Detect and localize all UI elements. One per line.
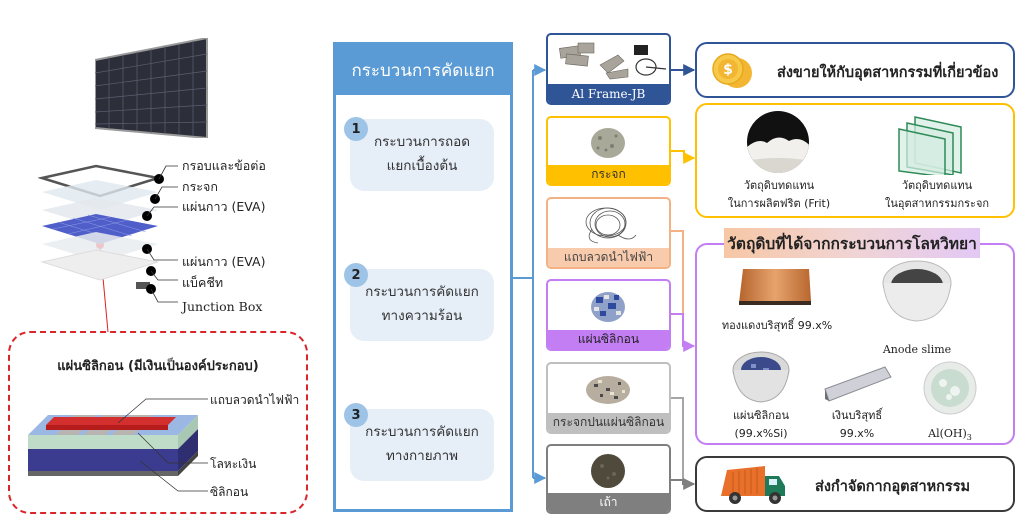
cell-layer — [42, 214, 158, 244]
metal-caption-aloh3: Al(OH)3 — [910, 425, 990, 445]
caption-line1: วัตถุดิบทดแทน — [901, 179, 973, 192]
silicon-detail-title: แผ่นซิลิกอน (มีเงินเป็นองค์ประกอบ) — [57, 359, 259, 374]
step-line2: ทางกายภาพ — [385, 448, 459, 464]
caption-line1: วัตถุดิบทดแทน — [743, 179, 815, 192]
backsheet-layer — [40, 249, 159, 281]
silicon-cell-crosssection-icon — [28, 398, 208, 492]
label-silicon: ซิลิกอน — [210, 485, 249, 499]
material-label: Al Frame-JB — [548, 84, 669, 103]
silicon-flakes-icon — [591, 292, 625, 322]
caption-line2: ในอุตสาหกรรมกระจก — [884, 196, 990, 210]
material-label: กระจก — [548, 165, 669, 184]
process-step-2: กระบวนการคัดแยก ทางความร้อน — [350, 269, 494, 341]
metallurgy-title: วัตถุดิบที่ได้จากกระบวนการโลหวิทยา — [724, 228, 980, 258]
caption-subscript: 3 — [966, 433, 972, 443]
outcome-sell-box: $ ส่งขายให้กับอุตสาหกรรมที่เกี่ยวข้อง — [695, 42, 1015, 98]
svg-text:$: $ — [723, 62, 733, 78]
copper-sheet-icon — [739, 269, 811, 305]
metal-caption-copper: ทองแดงบริสุทธิ์ 99.x% — [721, 319, 833, 332]
arrow-silicon-to-metallurgy — [671, 313, 696, 352]
outcome-sell-text: ส่งขายให้กับอุตสาหกรรมที่เกี่ยวข้อง — [777, 65, 999, 81]
caption-line1: แผ่นซิลิกอน — [732, 409, 790, 422]
step-line1: กระบวนการคัดแยก — [365, 424, 479, 441]
step-line1: กระบวนการถอด — [373, 134, 471, 151]
garbage-truck-icon — [721, 466, 785, 504]
frame-parts-icon — [559, 42, 667, 80]
layer-label-junction-box: Junction Box — [182, 299, 263, 314]
glass-sheets-icon — [898, 116, 962, 175]
material-card-al-frame: Al Frame-JB — [546, 33, 671, 105]
outcome-dispose-box: ส่งกำจัดกากอุตสาหกรรม — [695, 456, 1015, 512]
step-number-badge: 1 — [344, 117, 368, 141]
eva-layer-top — [42, 198, 158, 228]
process-step-1: กระบวนการถอด แยกเบื้องต้น — [350, 119, 494, 191]
caption-line2: 99.x% — [839, 426, 875, 440]
leader-lines — [146, 165, 178, 303]
layer-label-eva-top: แผ่นกาว (EVA) — [182, 199, 266, 214]
exploded-layers-diagram — [38, 164, 159, 289]
coins-icon: $ — [712, 53, 752, 88]
solar-panel-icon — [94, 36, 208, 140]
anode-slime-bowl-icon — [882, 260, 952, 322]
material-card-ash: เถ้า — [546, 444, 671, 514]
label-silver: โลหะเงิน — [210, 457, 257, 471]
caption-line2: (99.x%Si) — [734, 426, 788, 440]
outcome-dispose-text: ส่งกำจัดกากอุตสาหกรรม — [815, 479, 971, 495]
material-label: เถ้า — [548, 493, 669, 512]
step-line2: แยกเบื้องต้น — [386, 158, 458, 174]
layer-label-frame: กรอบและข้อต่อ — [182, 158, 266, 173]
glass-layer — [42, 180, 158, 210]
material-label: แผ่นซิลิกอน — [548, 330, 669, 349]
wire-coil-icon — [585, 207, 637, 244]
layer-label-backsheet: แบ็คชีท — [182, 275, 224, 290]
connector-mixed — [671, 397, 684, 484]
solar-panel-photo — [94, 36, 210, 140]
arrow-ash-to-dispose — [671, 478, 696, 490]
layer-label-eva-bottom: แผ่นกาว (EVA) — [182, 254, 266, 269]
glass-cullet-icon — [591, 128, 625, 158]
arrow-glass-to-uses — [671, 150, 696, 164]
mixed-flakes-icon — [586, 376, 630, 404]
material-card-glass: กระจก — [546, 116, 671, 186]
caption-line2: ในการผลิตฟริต (Frit) — [727, 196, 831, 210]
glass-use-caption-frit: วัตถุดิบทดแทน ในการผลิตฟริต (Frit) — [709, 177, 849, 212]
label-ribbon: แถบลวดนำไฟฟ้า — [210, 393, 300, 407]
material-label: แถบลวดนำไฟฟ้า — [548, 248, 669, 267]
silicon-bowl-icon — [732, 351, 790, 403]
metal-caption-silver: เงินบริสุทธิ์ 99.x% — [807, 407, 907, 442]
metal-caption-silicon: แผ่นซิลิกอน (99.x%Si) — [711, 407, 811, 442]
eva-layer-bottom — [42, 232, 158, 262]
connector-ribbon — [671, 230, 684, 346]
step-line1: กระบวนการคัดแยก — [365, 284, 479, 301]
layer-label-glass: กระจก — [182, 179, 218, 194]
step-line2: ทางความร้อน — [381, 308, 463, 324]
step-number-badge: 2 — [344, 263, 368, 287]
outcome-glass-box: วัตถุดิบทดแทน ในการผลิตฟริต (Frit) วัตถุ… — [695, 103, 1015, 218]
aluminium-hydroxide-icon — [923, 361, 977, 415]
caption-line1: เงินบริสุทธิ์ — [831, 409, 883, 422]
sorting-process-box: กระบวนการคัดแยก กระบวนการถอด แยกเบื้องต้… — [333, 42, 513, 512]
material-card-silicon: แผ่นซิลิกอน — [546, 279, 671, 351]
metal-caption-anode-slime: Anode slime — [882, 343, 952, 356]
silicon-detail-box: แผ่นซิลิกอน (มีเงินเป็นองค์ประกอบ) แถบลว… — [8, 331, 308, 514]
material-label: กระจกปนแผ่นซิลิกอน — [548, 413, 669, 432]
silver-ingot-icon — [824, 366, 892, 402]
caption-formula: Al(OH) — [928, 427, 967, 440]
material-card-mixed: กระจกปนแผ่นซิลิกอน — [546, 362, 671, 434]
step-number-badge: 3 — [344, 403, 368, 427]
process-title: กระบวนการคัดแยก — [336, 45, 510, 95]
frit-powder-icon — [747, 111, 809, 173]
junction-box — [136, 282, 150, 289]
outcome-metallurgy-box: ทองแดงบริสุทธิ์ 99.x% Anode slime แผ่นซิ… — [695, 243, 1015, 445]
process-step-3: กระบวนการคัดแยก ทางกายภาพ — [350, 409, 494, 481]
ash-pile-icon — [591, 454, 625, 488]
glass-use-caption-industry: วัตถุดิบทดแทน ในอุตสาหกรรมกระจก — [862, 177, 1012, 212]
material-card-ribbon: แถบลวดนำไฟฟ้า — [546, 197, 671, 269]
